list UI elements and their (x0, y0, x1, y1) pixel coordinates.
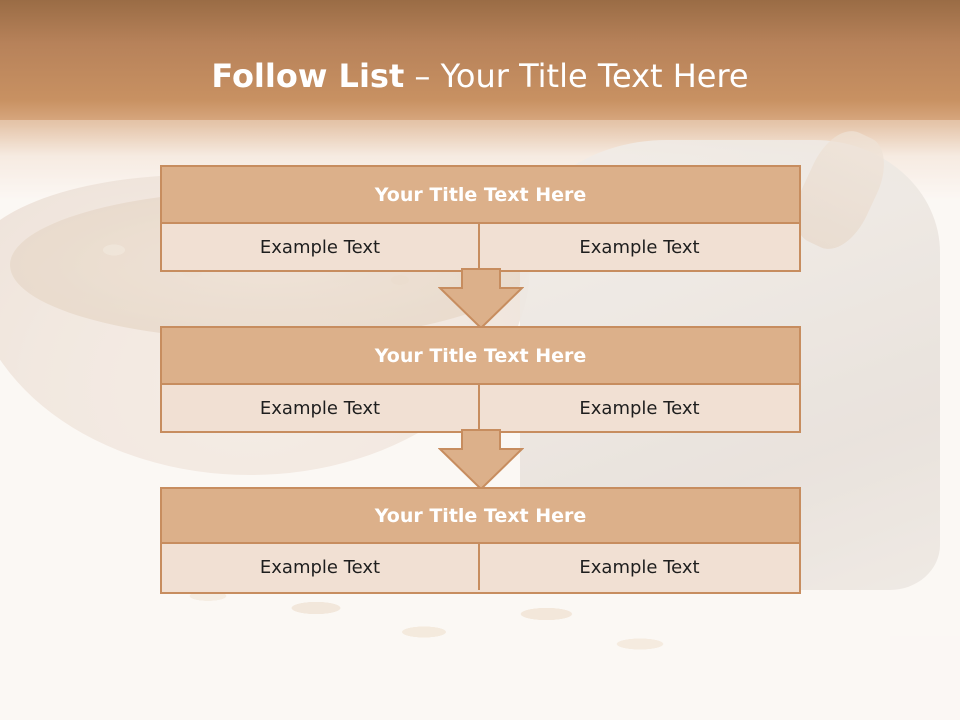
block-title[interactable]: Your Title Text Here (162, 167, 799, 224)
block-right-text[interactable]: Example Text (480, 224, 799, 270)
slide-title-rest: – Your Title Text Here (404, 57, 749, 95)
follow-list-block-2[interactable]: Your Title Text Here Example Text Exampl… (160, 326, 801, 433)
block-left-text[interactable]: Example Text (162, 544, 480, 590)
block-title[interactable]: Your Title Text Here (162, 489, 799, 544)
block-right-text[interactable]: Example Text (480, 544, 799, 590)
down-arrow-icon (438, 268, 524, 330)
follow-list-block-3[interactable]: Your Title Text Here Example Text Exampl… (160, 487, 801, 594)
follow-list-block-1[interactable]: Your Title Text Here Example Text Exampl… (160, 165, 801, 272)
slide-title[interactable]: Follow List – Your Title Text Here (0, 52, 960, 100)
block-title[interactable]: Your Title Text Here (162, 328, 799, 385)
down-arrow-icon (438, 429, 524, 491)
block-left-text[interactable]: Example Text (162, 385, 480, 431)
slide-title-bold: Follow List (211, 57, 405, 95)
block-right-text[interactable]: Example Text (480, 385, 799, 431)
block-left-text[interactable]: Example Text (162, 224, 480, 270)
